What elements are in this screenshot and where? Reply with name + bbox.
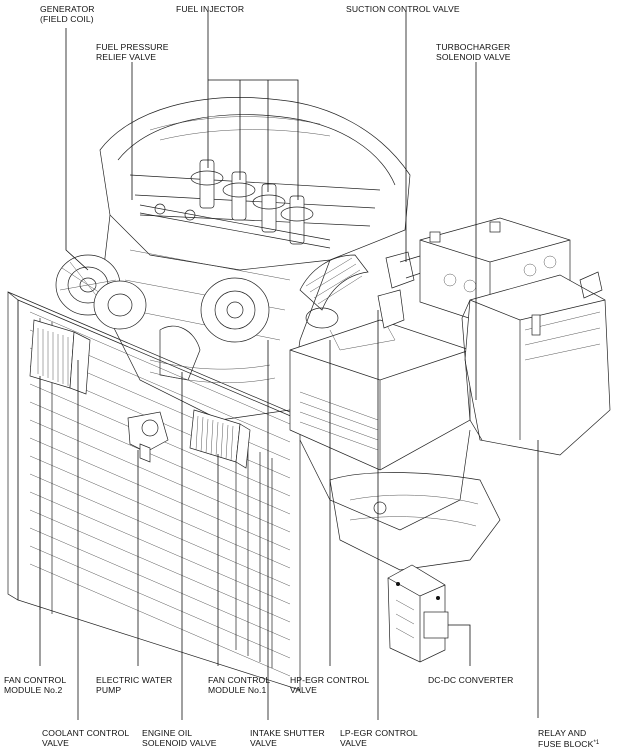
label-generator: GENERATOR(FIELD COIL): [40, 4, 95, 24]
generator-drawing: [55, 254, 147, 330]
leader-lines: [39, 12, 539, 720]
label-fuel-injector: FUEL INJECTOR: [176, 4, 245, 14]
air-cleaner-drawing: [289, 319, 471, 531]
relay-fuse-block-drawing: [461, 271, 611, 456]
dc-dc-converter-drawing: [387, 564, 449, 663]
turbocharger-drawing: [149, 277, 276, 384]
fan-control-module-2-drawing: [29, 319, 91, 395]
hp-egr-valve-drawing: [377, 251, 425, 329]
transmission-drawing: [329, 472, 501, 571]
intake-hose-drawing: [299, 254, 369, 329]
label-suction-control-valve: SUCTION CONTROL VALVE: [346, 4, 460, 14]
footnote-marker: *1: [593, 740, 600, 746]
electric-water-pump-drawing: [127, 411, 169, 463]
fan-control-module-1-drawing: [189, 409, 251, 469]
label-dc-dc-converter: DC-DC CONVERTER: [428, 675, 514, 685]
